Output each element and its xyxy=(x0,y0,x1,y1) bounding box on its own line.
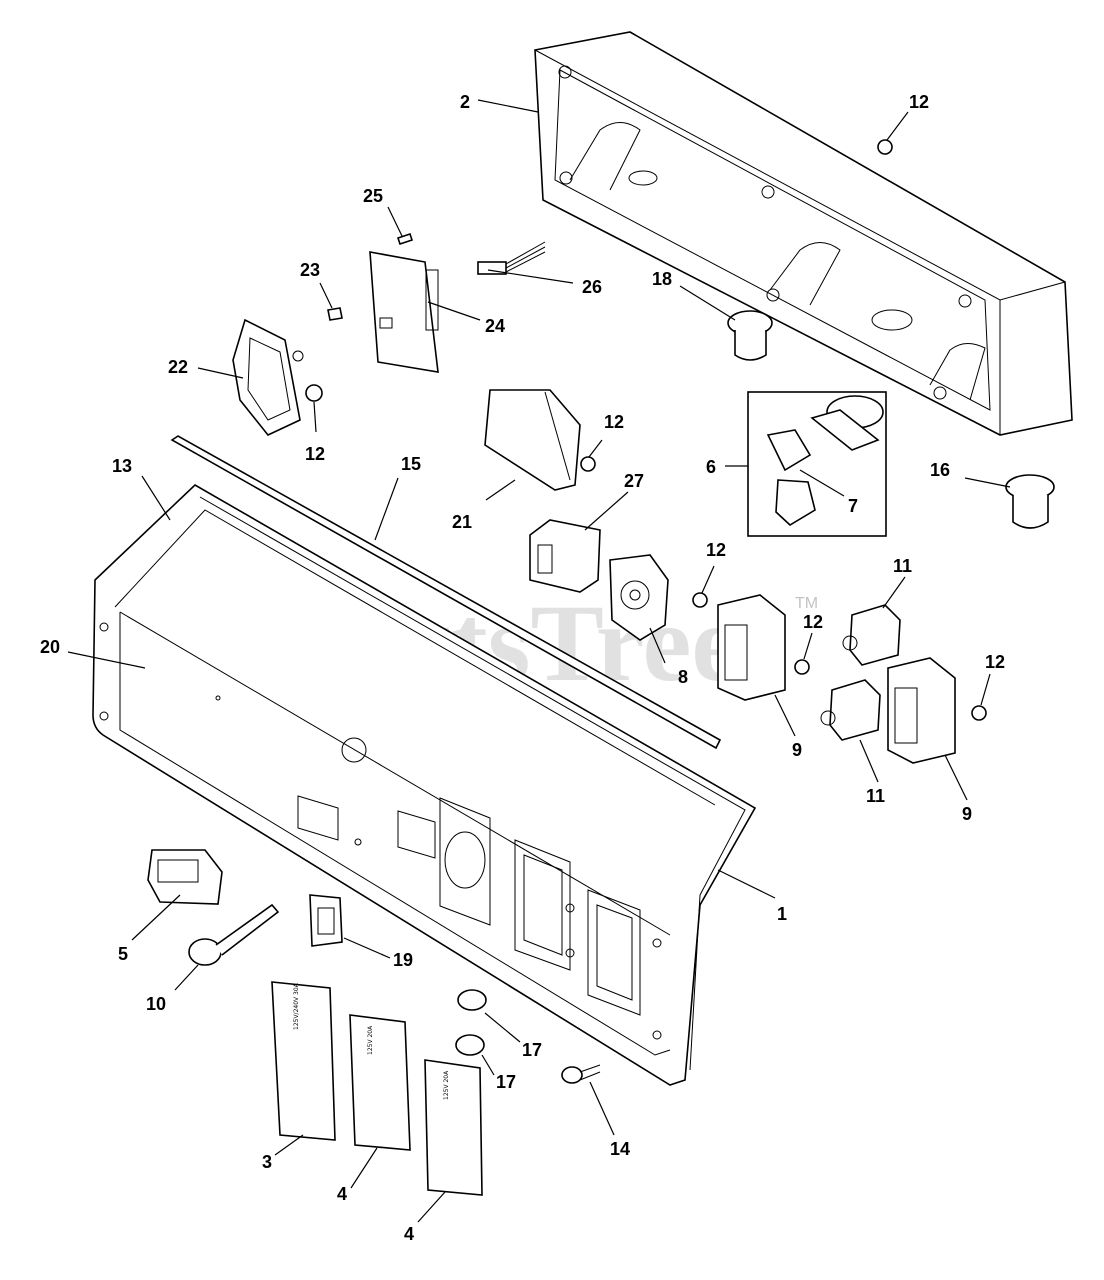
part-8-receptacle xyxy=(609,554,669,641)
callout-14: 14 xyxy=(610,1139,630,1159)
leader-lines xyxy=(67,99,1011,1223)
callout-12e: 12 xyxy=(803,612,823,632)
callout-21: 21 xyxy=(452,512,472,532)
callout-10: 10 xyxy=(146,994,166,1014)
callout-17a: 17 xyxy=(522,1040,542,1060)
callout-20: 20 xyxy=(40,637,60,657)
part-4b-outlet-cover: 125V 20A xyxy=(424,1059,483,1196)
callout-26: 26 xyxy=(582,277,602,297)
part-9b-gfci xyxy=(887,657,956,764)
callout-23: 23 xyxy=(300,260,320,280)
callout-4b: 4 xyxy=(404,1224,414,1244)
callout-12c: 12 xyxy=(604,412,624,432)
callout-18: 18 xyxy=(652,269,672,289)
callout-15: 15 xyxy=(401,454,421,474)
part-27-rocker-switch xyxy=(529,519,601,593)
callout-17b: 17 xyxy=(496,1072,516,1092)
callouts: 1 2 3 4 4 5 6 7 8 9 9 10 11 11 12 12 12 … xyxy=(40,92,1005,1244)
part-19-switch xyxy=(309,894,343,947)
part-10-choke-knob xyxy=(188,903,280,966)
part-11b-breaker xyxy=(820,679,881,741)
part-18-plug xyxy=(727,310,773,361)
outlet-4b-marking: 125V 20A xyxy=(443,1070,450,1100)
callout-9a: 9 xyxy=(792,740,802,760)
callout-7: 7 xyxy=(848,496,858,516)
callout-12b: 12 xyxy=(305,444,325,464)
part-24-circuit-board xyxy=(369,251,439,373)
callout-19: 19 xyxy=(393,950,413,970)
part-17b-button xyxy=(455,1034,485,1056)
callout-22: 22 xyxy=(168,357,188,377)
callout-12f: 12 xyxy=(985,652,1005,672)
callout-13: 13 xyxy=(112,456,132,476)
part-23-pin xyxy=(327,307,343,321)
part-3-outlet-cover: 125V/240V 30A xyxy=(271,981,336,1141)
part-6-key-switch-kit xyxy=(747,391,887,537)
callout-12a: 12 xyxy=(909,92,929,112)
part-5-hour-meter xyxy=(147,849,223,905)
outlet-4a-marking: 125V 20A xyxy=(367,1025,374,1055)
callout-8: 8 xyxy=(678,667,688,687)
callout-5: 5 xyxy=(118,944,128,964)
part-14-screw xyxy=(561,1064,601,1084)
callout-16: 16 xyxy=(930,460,950,480)
part-1-control-panel xyxy=(92,484,757,1086)
callout-9b: 9 xyxy=(962,804,972,824)
part-25-screw xyxy=(396,232,414,246)
part-9a-gfci xyxy=(717,594,786,701)
part-26-connector xyxy=(477,241,546,275)
callout-25: 25 xyxy=(363,186,383,206)
part-2-control-box xyxy=(534,31,1073,436)
callout-2: 2 xyxy=(460,92,470,112)
part-22-bracket xyxy=(232,318,304,436)
part-12-nuts xyxy=(305,139,987,721)
outlet-3-marking: 125V/240V 30A xyxy=(293,982,300,1030)
part-21-switch-assembly xyxy=(484,389,581,491)
part-11a-breaker xyxy=(842,604,901,666)
part-4a-outlet-cover: 125V 20A xyxy=(349,1014,411,1151)
watermark-trademark: TM xyxy=(795,595,818,612)
callout-27: 27 xyxy=(624,471,644,491)
part-16-plug xyxy=(1005,474,1055,529)
callout-24: 24 xyxy=(485,316,505,336)
callout-1: 1 xyxy=(777,904,787,924)
part-17a-button xyxy=(457,989,487,1011)
callout-11b: 11 xyxy=(866,786,885,806)
callout-11a: 11 xyxy=(893,556,912,576)
callout-6: 6 xyxy=(706,457,716,477)
callout-3: 3 xyxy=(262,1152,272,1172)
callout-4a: 4 xyxy=(337,1184,347,1204)
part-15-trim-strip xyxy=(170,435,722,750)
callout-12d: 12 xyxy=(706,540,726,560)
